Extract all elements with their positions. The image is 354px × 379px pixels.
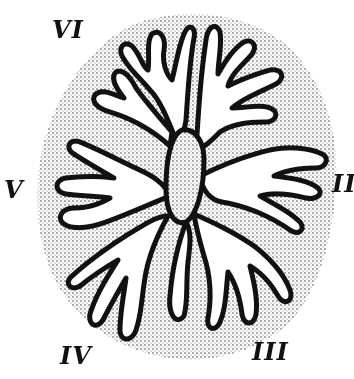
label-iv: IV	[60, 344, 92, 368]
central-column	[166, 130, 204, 223]
label-vi: VI	[52, 18, 84, 42]
label-iii: III	[252, 340, 289, 364]
label-ii: II	[332, 172, 354, 196]
label-v: V	[4, 178, 24, 202]
